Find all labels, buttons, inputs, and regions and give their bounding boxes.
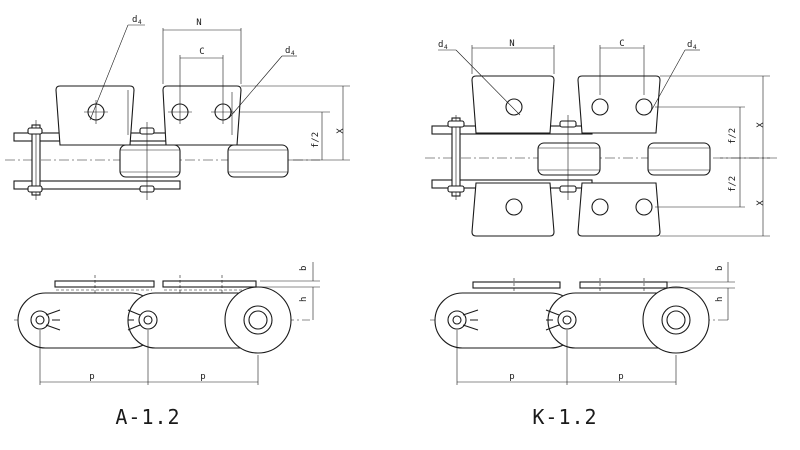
k-side-view: [430, 262, 735, 385]
a-top-view: [5, 24, 350, 200]
k-dim-N: N: [509, 39, 514, 49]
k-top-view: [425, 45, 780, 237]
a-dim-X: X: [336, 128, 346, 134]
a-dim-p-1: p: [89, 372, 94, 382]
k-dim-X-top: X: [756, 122, 766, 128]
k-dim-p-1: p: [509, 372, 514, 382]
k-dim-X-bottom: X: [756, 200, 766, 206]
k-dim-f-half-top: f/2: [728, 128, 738, 144]
k-dim-f-half-bottom: f/2: [728, 176, 738, 192]
k-dim-C: C: [619, 39, 624, 49]
k-dim-d4-left-sub: 4: [444, 44, 448, 51]
a-dim-d4-right-sub: 4: [291, 50, 295, 57]
k-dim-h4: h: [715, 297, 725, 302]
a-dim-d4-right: d: [285, 46, 290, 56]
caption-right: K-1.2: [532, 405, 597, 429]
a-dim-b4: b: [299, 266, 309, 271]
a-dim-h4: h: [299, 297, 309, 302]
k-dim-b4: b: [715, 266, 725, 271]
a-dim-N: N: [196, 18, 201, 28]
a-dim-d4-top: d: [132, 15, 137, 25]
k-dim-d4-right-sub: 4: [693, 44, 697, 51]
a-dim-d4-top-sub: 4: [138, 19, 142, 26]
a-dim-p-2: p: [200, 372, 205, 382]
k-dim-p-2: p: [618, 372, 623, 382]
a-dim-f-half: f/2: [311, 132, 321, 148]
k-dim-d4-left: d: [438, 40, 443, 50]
a-dim-C: C: [199, 47, 204, 57]
a-side-view: [14, 262, 320, 385]
caption-left: A-1.2: [115, 405, 180, 429]
k-dim-d4-right: d: [687, 40, 692, 50]
